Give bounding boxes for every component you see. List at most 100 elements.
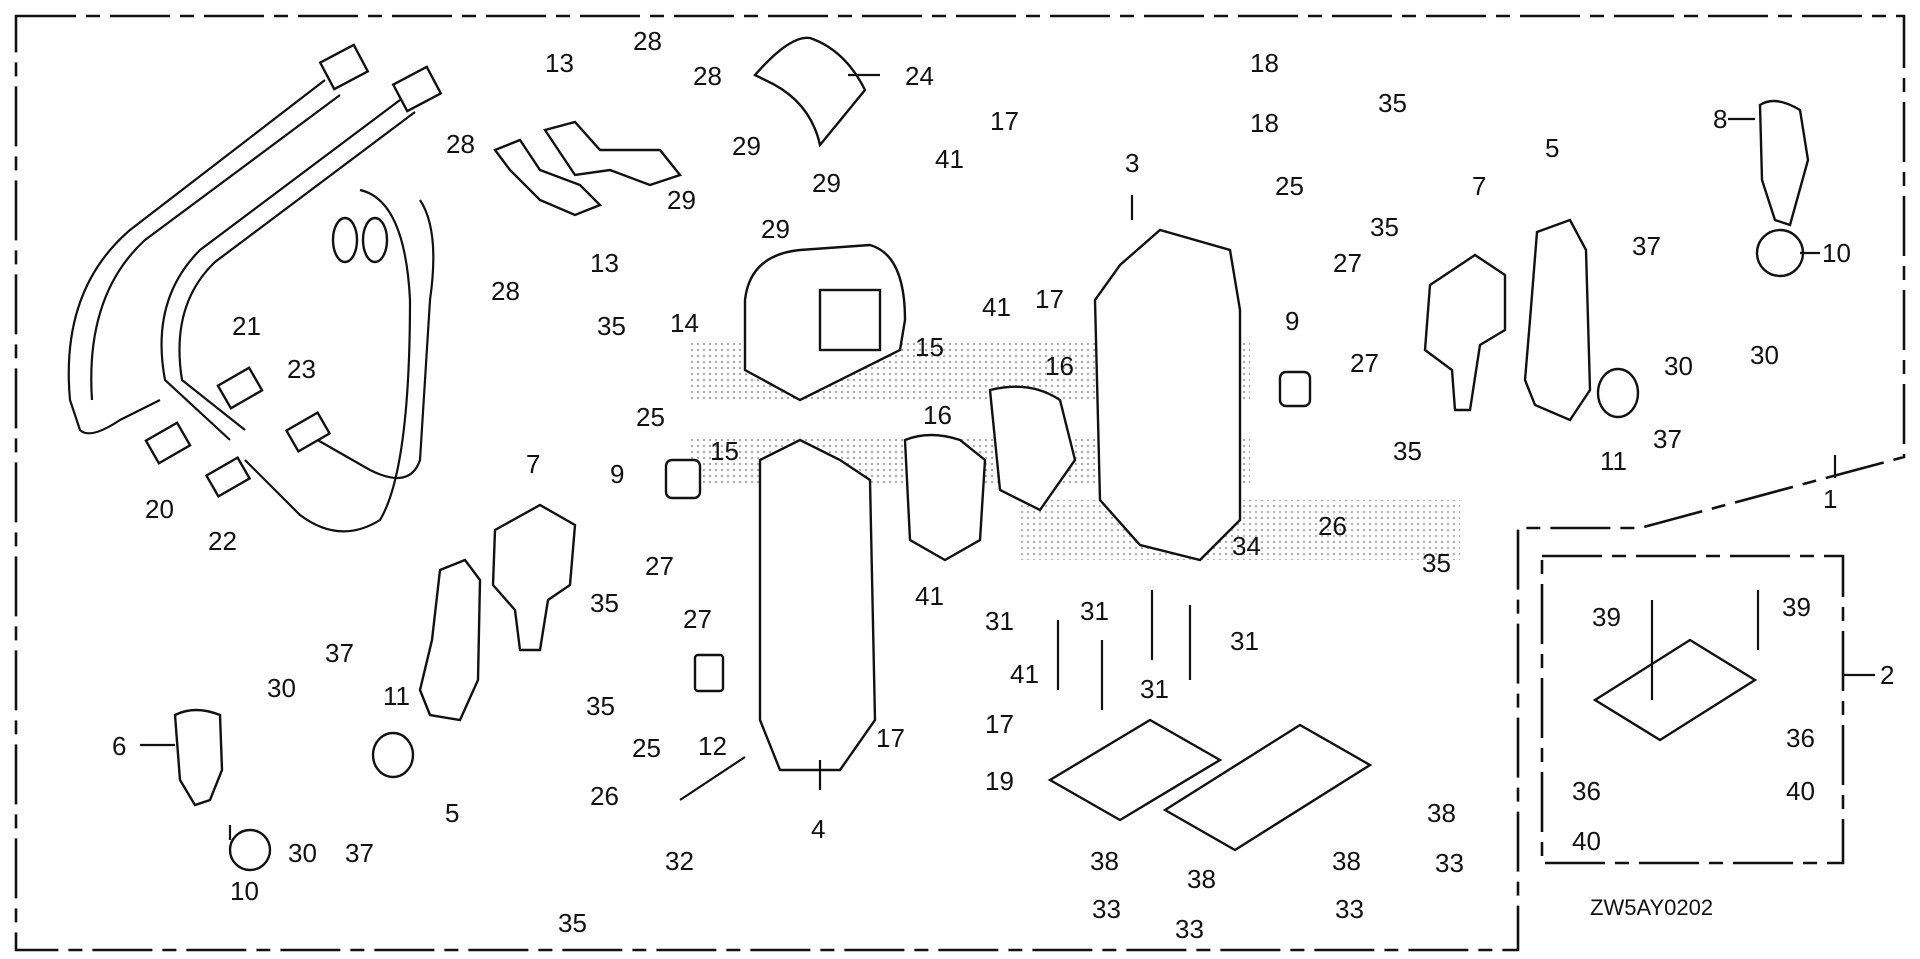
callout-25: 25: [636, 402, 665, 432]
callout-18: 18: [1250, 108, 1279, 138]
callout-13: 13: [590, 248, 619, 278]
callout-36: 36: [1572, 776, 1601, 806]
callout-4: 4: [811, 814, 825, 844]
connector-22: [204, 455, 252, 499]
callout-21: 21: [232, 311, 261, 341]
callout-37: 37: [1632, 231, 1661, 261]
callout-35: 35: [590, 588, 619, 618]
callout-31: 31: [1140, 674, 1169, 704]
callout-7: 7: [526, 449, 540, 479]
spacer-kit-2: [1592, 638, 1758, 742]
disk-11-right: [1596, 367, 1640, 419]
knob-10-right: [1755, 228, 1805, 278]
callout-17: 17: [990, 106, 1019, 136]
callout-28: 28: [693, 61, 722, 91]
callout-5: 5: [1545, 133, 1559, 163]
callout-38: 38: [1332, 846, 1361, 876]
callout-20: 20: [145, 494, 174, 524]
callout-18: 18: [1250, 48, 1279, 78]
callout-35: 35: [597, 311, 626, 341]
callout-17: 17: [985, 709, 1014, 739]
case-4: [758, 438, 877, 772]
callout-28: 28: [633, 26, 662, 56]
arm-7-right: [1423, 253, 1507, 412]
callout-3: 3: [1125, 148, 1139, 178]
callout-15: 15: [710, 436, 739, 466]
callout-38: 38: [1187, 864, 1216, 894]
wire-harness-23: [299, 199, 435, 480]
callout-10: 10: [230, 876, 259, 906]
callout-26: 26: [1318, 511, 1347, 541]
callout-30: 30: [267, 673, 296, 703]
connector-20: [144, 421, 192, 465]
callout-35: 35: [1422, 548, 1451, 578]
callout-23: 23: [287, 354, 316, 384]
callout-40: 40: [1572, 826, 1601, 856]
callout-33: 33: [1335, 894, 1364, 924]
callout-19: 19: [985, 766, 1014, 796]
callout-35: 35: [1378, 88, 1407, 118]
callout-15: 15: [915, 332, 944, 362]
callout-10: 10: [1822, 238, 1851, 268]
callout-13: 13: [545, 48, 574, 78]
connector-23: [284, 410, 332, 454]
callout-29: 29: [732, 131, 761, 161]
handle-6: [173, 708, 224, 807]
grommet-9-left: [664, 458, 702, 500]
knob-10-left: [228, 828, 272, 872]
callout-39: 39: [1592, 602, 1621, 632]
callout-34: 34: [1232, 531, 1261, 561]
callout-24: 24: [905, 61, 934, 91]
callout-25: 25: [632, 733, 661, 763]
callout-16: 16: [1045, 351, 1074, 381]
callouts: 1 2 3 4 5 5 6 7 7 8 9 9 10 10 11 11 12 1…: [112, 26, 1894, 944]
callout-9: 9: [610, 459, 624, 489]
wire-harness-20: [67, 43, 370, 435]
housing-14-window: [818, 288, 882, 352]
callout-37: 37: [325, 638, 354, 668]
callout-35: 35: [558, 908, 587, 938]
wire-harness-22: [160, 65, 443, 533]
case-3: [1093, 228, 1242, 562]
callout-31: 31: [1230, 626, 1259, 656]
lever-5-right: [1523, 218, 1592, 422]
plate-16: [903, 433, 987, 562]
callout-40: 40: [1786, 776, 1815, 806]
callout-9: 9: [1285, 306, 1299, 336]
callout-8: 8: [1713, 104, 1727, 134]
callout-27: 27: [1350, 348, 1379, 378]
callout-27: 27: [645, 551, 674, 581]
callout-35: 35: [1393, 436, 1422, 466]
callout-29: 29: [761, 214, 790, 244]
figure-code: ZW5AY0202: [1590, 895, 1713, 920]
assembly-1-border: [14, 14, 1906, 952]
callout-33: 33: [1175, 914, 1204, 944]
callout-33: 33: [1092, 894, 1121, 924]
bolts: [679, 590, 1760, 801]
callout-28: 28: [491, 276, 520, 306]
disk-11-left: [371, 731, 415, 779]
callout-31: 31: [985, 606, 1014, 636]
callout-31: 31: [1080, 596, 1109, 626]
assembly-2-border: [1540, 554, 1845, 865]
callout-39: 39: [1782, 592, 1811, 622]
callout-38: 38: [1090, 846, 1119, 876]
callout-22: 22: [208, 526, 237, 556]
callout-41: 41: [982, 292, 1011, 322]
callout-37: 37: [345, 838, 374, 868]
callout-7: 7: [1472, 171, 1486, 201]
callout-41: 41: [915, 581, 944, 611]
callout-16: 16: [923, 400, 952, 430]
plate-16b: [988, 385, 1077, 512]
callout-1: 1: [1823, 484, 1837, 514]
callout-2: 2: [1880, 660, 1894, 690]
callout-30: 30: [1664, 351, 1693, 381]
callout-27: 27: [683, 604, 712, 634]
callout-11: 11: [1600, 446, 1627, 476]
switch-12: [693, 653, 725, 693]
handle-8: [1758, 99, 1810, 227]
callout-12: 12: [698, 731, 727, 761]
cover-24: [753, 36, 867, 148]
callout-29: 29: [667, 185, 696, 215]
